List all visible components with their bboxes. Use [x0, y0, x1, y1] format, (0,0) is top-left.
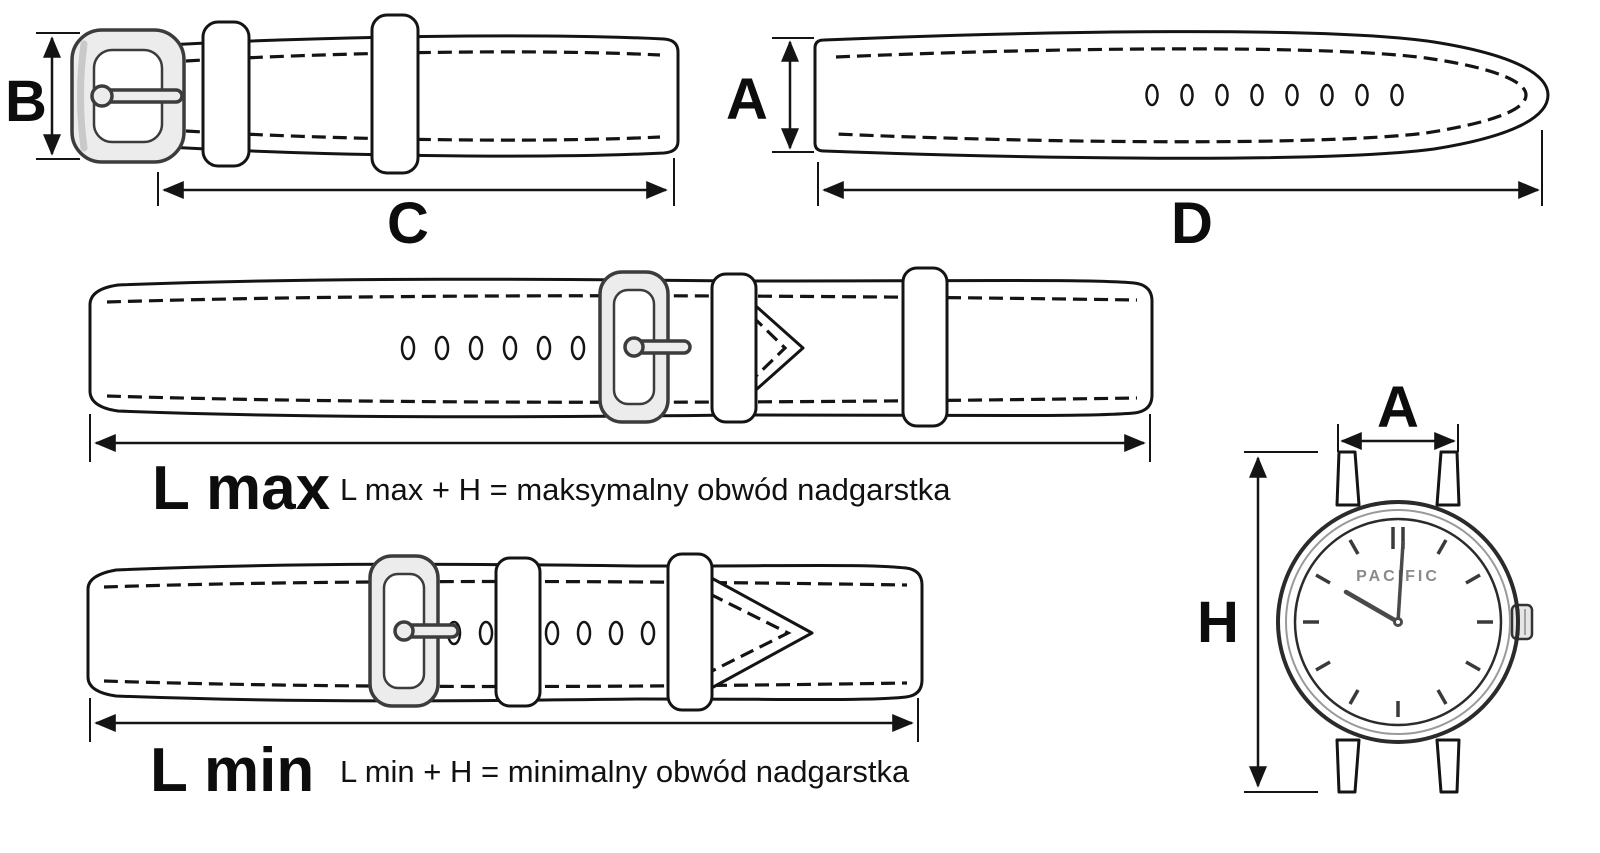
- hour-marker: [1348, 539, 1360, 555]
- strap-hole: [1145, 83, 1159, 107]
- strap-hole: [1180, 83, 1194, 107]
- hour-marker: [1436, 539, 1448, 555]
- watch-case-outer: [1276, 500, 1520, 744]
- watch-minute-hand: [1396, 541, 1405, 624]
- keeper-loop: [666, 552, 714, 712]
- strap-hole: [1250, 83, 1264, 107]
- strap-hole: [434, 335, 450, 361]
- stitching-outline: [835, 47, 1528, 144]
- watch-lug-bottom-left: [1335, 738, 1361, 794]
- strap-tip-stitching: [750, 314, 788, 382]
- watch-lug-bottom-right: [1435, 738, 1461, 794]
- strap-hole: [1320, 83, 1334, 107]
- strap-hole: [502, 335, 518, 361]
- watch-hour-hand: [1343, 589, 1401, 625]
- lmin-diagram: L min L min + H = minimalny obwód nadgar…: [86, 552, 924, 805]
- watch-lug-top-right: [1435, 450, 1461, 507]
- lmin-label: L min: [150, 736, 314, 805]
- dimension-watch-h-label: H: [1197, 590, 1239, 655]
- buckle-piece-diagram: [70, 13, 680, 175]
- strap-hole: [468, 335, 484, 361]
- stitching-bottom: [106, 394, 1138, 404]
- strap-hole: [478, 620, 494, 646]
- watch-crown: [1510, 603, 1534, 641]
- dimension-c-label: C: [387, 191, 429, 256]
- dimension-b: B: [5, 32, 80, 160]
- lmin-formula: L min + H = minimalny obwód nadgarstka: [340, 754, 910, 789]
- keeper-loop: [201, 20, 251, 168]
- strap-holes: [400, 335, 586, 361]
- keeper-loop: [901, 266, 949, 428]
- strap-tip-stitching: [709, 592, 792, 674]
- buckle-prong-loop: [393, 620, 415, 642]
- lmax-label: L max: [152, 454, 331, 523]
- watch-bezel: [1285, 509, 1511, 735]
- hour-marker: [1465, 660, 1481, 672]
- hour-marker: [1436, 689, 1448, 705]
- dimension-a-label: A: [726, 67, 768, 132]
- strap-hole: [570, 335, 586, 361]
- buckle-prong-loop: [90, 84, 114, 108]
- hour-marker: [1315, 573, 1331, 585]
- strap-holes: [1145, 83, 1404, 107]
- keeper-loop: [370, 13, 420, 175]
- dimension-b-label: B: [5, 69, 47, 134]
- watch-hands-hub-center: [1396, 620, 1400, 624]
- stitching-top: [103, 579, 908, 589]
- keeper-loop: [710, 272, 758, 424]
- strap-hole: [536, 335, 552, 361]
- dimension-c: C: [157, 158, 675, 256]
- stitching-top: [185, 50, 661, 63]
- lmax-diagram: L max L max + H = maksymalny obwód nadga…: [88, 266, 1154, 523]
- dimension-d-label: D: [1171, 191, 1213, 256]
- hour-marker: [1315, 660, 1331, 672]
- stitching-top: [106, 294, 1138, 304]
- hole-piece-diagram: [813, 30, 1550, 160]
- buckle-highlight: [77, 40, 88, 152]
- strap-hole: [1355, 83, 1369, 107]
- strap-hole: [1215, 83, 1229, 107]
- strap-hole: [1390, 83, 1404, 107]
- watch-brand: PACIFIC: [1356, 568, 1440, 585]
- hour-marker: [1348, 689, 1360, 705]
- keeper-loop: [494, 556, 542, 708]
- hour-marker: [1465, 573, 1481, 585]
- dimension-watch-a: A: [1337, 375, 1459, 452]
- dimension-d: D: [817, 130, 1543, 256]
- watch-hour-markers: [1303, 527, 1493, 717]
- stitching-bottom: [185, 129, 661, 142]
- strap-hole: [640, 620, 656, 646]
- dimension-watch-h: H: [1197, 451, 1318, 793]
- watch-diagram: PACIFIC A H: [1197, 375, 1534, 794]
- buckle-prong-loop: [623, 336, 645, 358]
- dimension-watch-a-label: A: [1377, 375, 1419, 440]
- dimension-a: A: [726, 37, 814, 153]
- stitching-bottom: [103, 679, 908, 689]
- strap-hole: [1285, 83, 1299, 107]
- watch-lug-top-left: [1335, 450, 1361, 507]
- strap-hole: [608, 620, 624, 646]
- strap-hole: [576, 620, 592, 646]
- lmax-formula: L max + H = maksymalny obwód nadgarstka: [340, 472, 951, 507]
- strap-hole: [400, 335, 416, 361]
- strap-hole: [544, 620, 560, 646]
